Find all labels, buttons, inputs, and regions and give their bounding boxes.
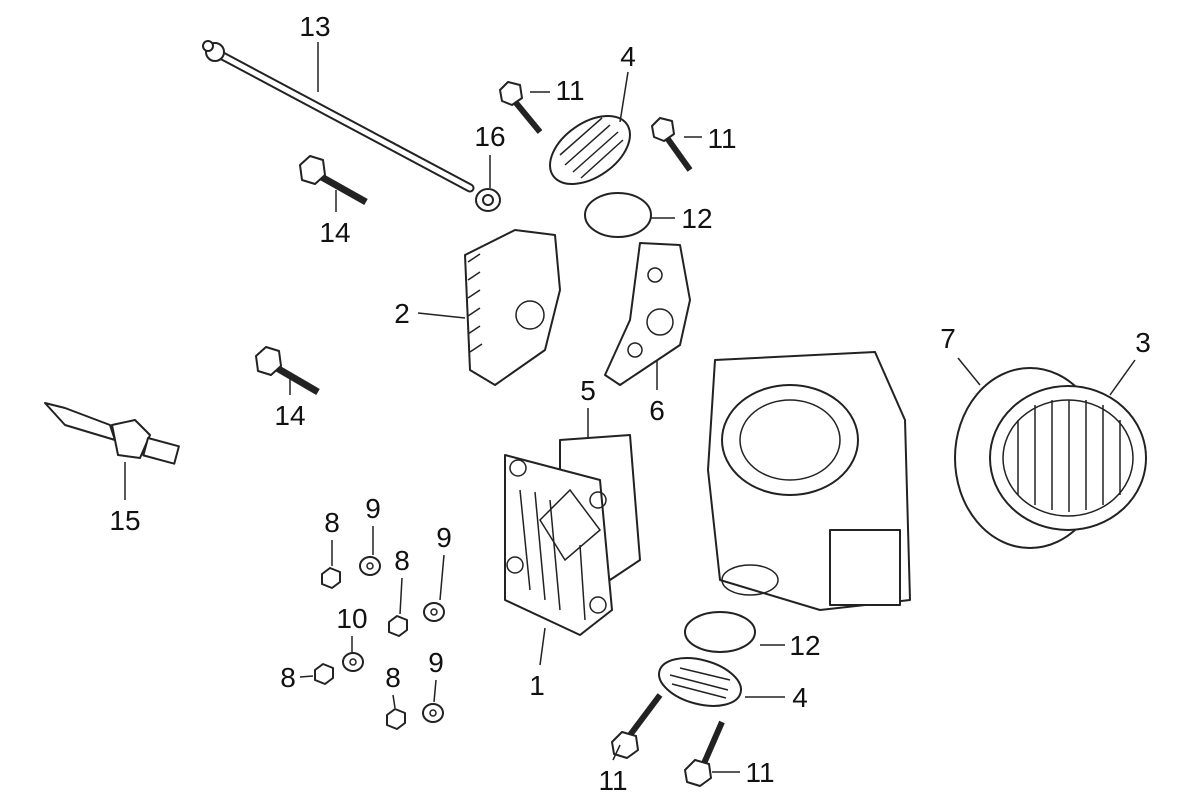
part-bolt-14-lower: [255, 346, 320, 396]
part-cover-4-lower: [658, 657, 742, 707]
part-bolt-11-b: [651, 117, 693, 172]
callout-11: 11: [555, 75, 584, 106]
leader-lines: [124, 42, 1136, 773]
callout-7: 7: [940, 323, 956, 354]
part-o-ring-12-lower: [684, 611, 756, 653]
callout-8: 8: [324, 507, 340, 538]
part-washer-16: [475, 188, 501, 212]
callout-12: 12: [681, 203, 712, 234]
callout-1: 1: [529, 670, 545, 701]
part-spark-plug-15: [44, 402, 180, 465]
part-cylinder-head: [707, 351, 911, 611]
callout-9: 9: [436, 522, 452, 553]
part-o-ring-12-upper: [584, 192, 652, 238]
callout-4: 4: [620, 41, 636, 72]
part-cover-4-upper: [549, 115, 631, 185]
callout-14: 14: [319, 217, 350, 248]
callout-11: 11: [707, 123, 736, 154]
callout-9: 9: [428, 647, 444, 678]
callout-15: 15: [109, 505, 140, 536]
callout-8: 8: [394, 545, 410, 576]
callout-10: 10: [336, 603, 367, 634]
callout-9: 9: [365, 493, 381, 524]
part-head-cover-1: [504, 454, 613, 636]
callout-5: 5: [580, 375, 596, 406]
callout-2: 2: [394, 298, 410, 329]
callout-3: 3: [1135, 327, 1151, 358]
part-gasket-6: [604, 242, 691, 386]
callout-4: 4: [792, 682, 808, 713]
callout-8: 8: [385, 662, 401, 693]
part-stud-bolt: [202, 40, 475, 193]
callout-16: 16: [474, 121, 505, 152]
callout-11: 11: [745, 757, 774, 788]
callout-11: 11: [598, 765, 627, 796]
part-bolt-11-c: [611, 693, 663, 759]
part-bolt-11-a: [499, 81, 543, 134]
part-side-cover-3: [989, 385, 1147, 531]
callout-6: 6: [649, 395, 665, 426]
callout-14: 14: [274, 400, 305, 431]
callout-8: 8: [280, 662, 296, 693]
part-nuts-washers: [314, 556, 445, 730]
part-bolt-14-upper: [299, 155, 368, 206]
part-bolt-11-d: [684, 720, 725, 787]
callout-labels: 13 4 11 11 16 12 14 2 7 3 5 6 14 15 8 9 …: [109, 11, 1150, 796]
callout-13: 13: [299, 11, 330, 42]
part-rocker-holder-2: [464, 229, 561, 386]
callout-12: 12: [789, 630, 820, 661]
